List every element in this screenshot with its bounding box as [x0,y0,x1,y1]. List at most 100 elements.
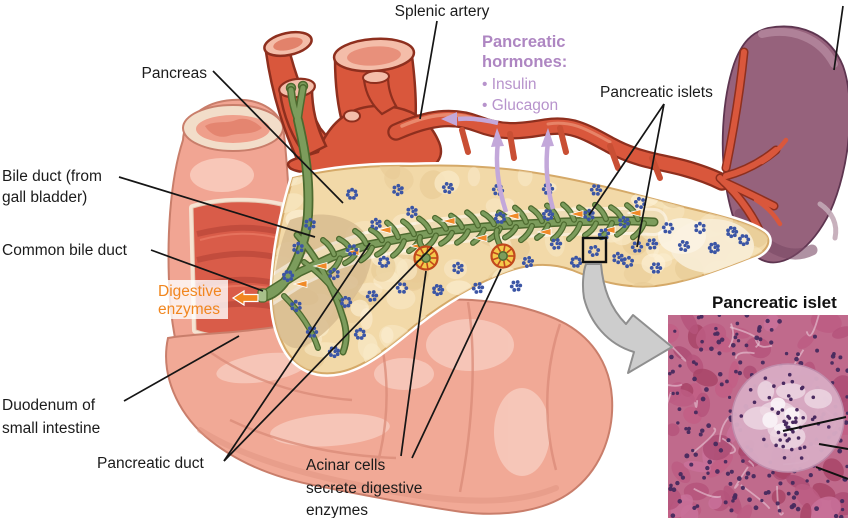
islet-marker-dot [397,289,402,294]
islet-marker-dot [340,297,345,302]
nucleus-dot [733,335,738,340]
histology-islet-white-patch [770,397,786,411]
nucleus-dot [745,471,751,476]
pancreas-lobule [378,165,401,180]
nucleus-dot [670,369,675,374]
islet-marker-dot [399,190,404,195]
pancreas-lobule [357,282,383,297]
histology-cell [668,423,680,437]
islet-marker-dot [713,250,717,255]
islet-marker-dot [299,244,304,248]
islet-marker-dot [596,184,601,189]
islet-marker-dot [288,270,293,275]
duodenum-highlight [190,158,254,192]
islet-marker-dot [345,192,350,197]
islet-marker-dot [511,280,516,285]
duct-branch [385,220,400,239]
histology-islet-patch [776,383,806,400]
nucleus-dot [840,498,845,504]
nucleus-dot [725,379,729,384]
duct-branch [375,242,390,257]
nucleus-dot [760,498,764,503]
islet-marker-dot [501,213,506,218]
islet-marker-dot [314,330,319,334]
islet-marker-dot [626,221,630,226]
nucleus-dot [835,367,841,373]
islet-marker-dot [372,297,377,302]
islet-marker-dot [738,240,743,245]
duct-branch [593,203,608,221]
islet-marker-dot [633,248,637,253]
nucleus-dot [675,391,680,395]
islet-marker-dot [494,213,499,218]
islet-marker-dot [459,263,464,268]
duct-branch [561,202,576,222]
islet-marker-dot [452,264,457,268]
nucleus-dot [782,456,787,460]
islet-marker-dot [664,222,669,226]
hormone-arrow-horizontal [457,116,499,126]
nucleus-dot [782,419,786,424]
pancreas-lobule [381,326,394,344]
islet-marker-dot [332,267,337,272]
nucleus-dot [843,420,848,425]
acinar-cell-wedge [506,258,512,264]
islet-marker-dot [583,210,588,215]
leader-islets-1 [588,103,665,216]
label-duodenum-1: Duodenum of [2,397,96,414]
islet-marker-dot [348,300,353,305]
duct-branch [465,210,480,228]
islet-marker-dot [637,196,641,201]
nucleus-dot [811,395,816,400]
histology-septum [721,437,737,455]
islet-marker-dot [353,189,358,194]
enzyme-arrow-icon [440,216,456,226]
islet-marker-dot [623,219,627,224]
pancreas-lobule [545,275,570,298]
nucleus-dot [717,351,722,356]
hormone-arrow-horizontal-head [441,112,457,126]
duct-branch [609,205,624,221]
duct-system [257,84,659,356]
duct-branch [417,216,432,234]
islet-marker-dot [284,270,289,274]
duct-branch [369,228,384,243]
islet-marker-dot [630,258,635,263]
duct-branch [449,213,464,229]
nucleus-dot [731,352,736,356]
nucleus-dot [713,332,717,336]
nucleus-dot [833,513,839,518]
duct-branch [439,231,454,246]
islet-marker-dot [694,228,699,233]
islet-inset-leader-1 [782,416,847,432]
nucleus-dot [799,456,804,460]
nucleus-dot [769,327,774,332]
nucleus-dot [707,459,713,465]
vessel-stub-opening [343,109,361,123]
histology-cell [809,496,841,518]
nucleus-dot [718,448,724,453]
nucleus-dot [765,318,770,324]
nucleus-dot [826,479,830,483]
islet-marker-dot [473,282,478,287]
acinar-cell-wedge [426,262,429,269]
nucleus-dot [840,507,845,512]
islet-marker-dot [621,261,626,266]
islet-marker-dot [683,248,688,253]
islet-marker-dot [377,224,382,228]
duct-branch [551,222,566,241]
islet-marker-dot [648,245,653,250]
duct-branch [401,219,416,236]
islet-marker-dot [491,187,496,192]
islet-marker-dot [355,335,360,340]
duct-branch [433,216,448,231]
islet-marker-dot [368,298,373,302]
nucleus-dot [717,315,722,318]
acinar-cell-wedge [429,250,435,256]
histology-micrograph [668,315,848,518]
islet-marker-dot [402,289,406,294]
islet-marker-dot [474,290,479,294]
islet-marker-dot [498,211,503,216]
islet-marker-dot [685,240,689,245]
